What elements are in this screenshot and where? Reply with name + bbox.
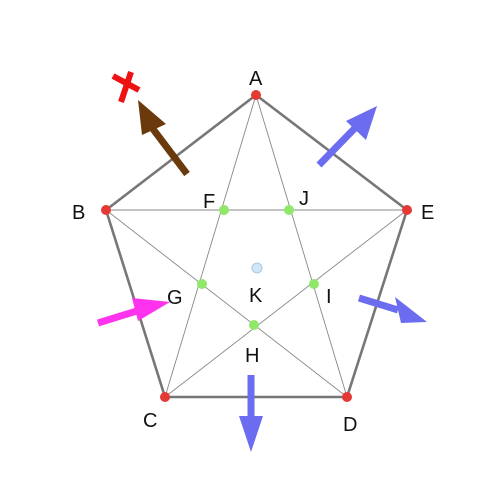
diagonal-c-e <box>164 209 408 398</box>
label-e: E <box>421 202 434 224</box>
label-k: K <box>249 285 263 307</box>
label-g: G <box>167 287 183 309</box>
cross-icon <box>111 71 141 103</box>
arrow-magenta-right <box>96 298 170 327</box>
arrow-brown-up-left <box>138 100 190 177</box>
label-i: I <box>326 286 332 308</box>
arrow-blue-up-right <box>316 106 377 168</box>
point-labels: A B C D E F J G I K H <box>72 68 434 436</box>
point-k <box>251 262 263 274</box>
point-c <box>160 392 170 402</box>
pentagon-outline <box>104 93 409 399</box>
point-e <box>402 205 412 215</box>
arrows <box>96 100 427 452</box>
point-b <box>101 205 111 215</box>
diagonals <box>105 94 408 398</box>
intersection-points <box>197 205 319 330</box>
point-d <box>342 392 352 402</box>
point-f <box>219 205 229 215</box>
label-b: B <box>72 202 85 224</box>
label-h: H <box>245 345 259 367</box>
point-h <box>249 320 259 330</box>
label-a: A <box>249 68 263 90</box>
label-j: J <box>299 188 309 210</box>
label-f: F <box>203 191 215 213</box>
point-g <box>197 279 207 289</box>
arrow-blue-right <box>357 294 427 323</box>
diagonal-a-d <box>255 94 348 398</box>
point-a <box>251 90 261 100</box>
label-d: D <box>343 414 357 436</box>
diagonal-a-c <box>164 94 257 398</box>
vertex-points <box>101 90 412 402</box>
diagonal-b-d <box>105 209 348 398</box>
label-c: C <box>143 410 157 432</box>
point-i <box>309 279 319 289</box>
arrow-blue-down <box>239 375 263 452</box>
point-j <box>284 205 294 215</box>
